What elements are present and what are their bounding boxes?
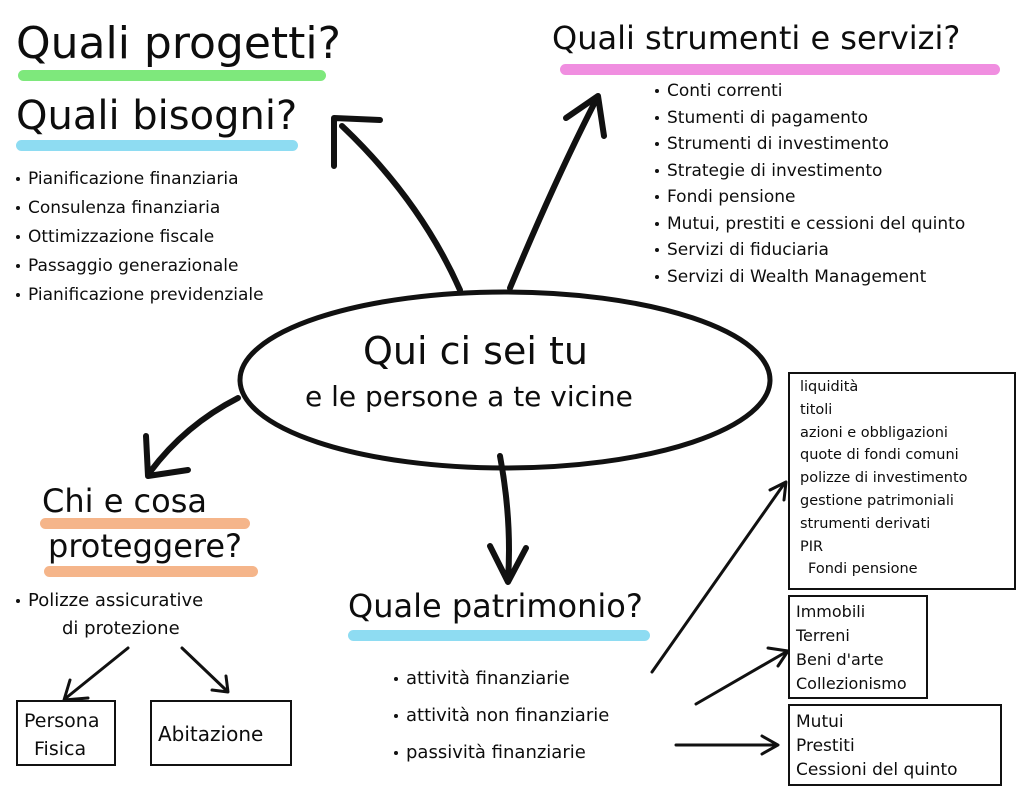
list-item: Immobili (796, 602, 866, 621)
list-item-label: Stumenti di pagamento (667, 107, 869, 128)
arrow-to-protection (143, 395, 241, 479)
list-item-label: Passaggio generazionale (28, 256, 239, 276)
list-item: Fondi pensione (655, 184, 965, 211)
list-item-label: attività non finanziarie (406, 705, 610, 726)
arrow-to-person-box (62, 646, 130, 702)
nonfinancial-assets-list: Immobili Terreni Beni d'arte Collezionis… (796, 600, 907, 696)
liabilities-list: Mutui Prestiti Cessioni del quinto (796, 710, 958, 782)
list-item: Ottimizzazione fiscale (16, 223, 264, 252)
list-item: Stumenti di pagamento (655, 105, 965, 132)
list-item: Mutui (796, 712, 844, 732)
title-proteggere: proteggere? (48, 527, 243, 565)
highlight-bisogni (16, 140, 298, 151)
list-item-label: Fondi pensione (667, 187, 796, 207)
services-list: Conti correnti Stumenti di pagamento Str… (655, 78, 965, 290)
list-item: liquidità (800, 379, 859, 395)
list-item-label: Pianificazione finanziaria (28, 169, 239, 189)
financial-assets-box (788, 372, 1016, 590)
list-item-label: Servizi di fiduciaria (667, 240, 829, 260)
financial-assets-list: liquidità titoli azioni e obbligazioni q… (800, 376, 968, 581)
list-item: passività finanziarie (394, 734, 609, 771)
list-item: Passaggio generazionale (16, 252, 264, 281)
list-item: titoli (800, 401, 833, 418)
list-item: strumenti derivati (800, 515, 931, 532)
assets-list: attività finanziarie attività non finanz… (394, 660, 609, 771)
list-item-label: Conti correnti (667, 81, 783, 101)
arrow-to-nonfinancial-box (694, 646, 790, 706)
list-item: Mutui, prestiti e cessioni del quinto (655, 211, 965, 238)
list-item-label: Strategie di investimento (667, 160, 883, 181)
list-item: Consulenza finanziaria (16, 194, 264, 223)
highlight-progetti (18, 70, 326, 81)
list-item: Strumenti di investimento (655, 131, 965, 158)
arrow-to-services (507, 93, 607, 291)
list-item: Pianificazione finanziaria (16, 165, 264, 194)
bullet-dot (16, 599, 20, 603)
title-progetti: Quali progetti? (16, 18, 341, 69)
arrow-to-liabilities-box (674, 734, 780, 756)
arrow-to-financial-box (650, 480, 788, 674)
protection-item-line2: di protezione (62, 618, 180, 639)
list-item-label: Mutui, prestiti e cessioni del quinto (667, 213, 966, 234)
list-item: azioni e obbligazioni (800, 424, 948, 441)
list-item: Terreni (796, 626, 850, 645)
highlight-patrimonio (348, 630, 650, 641)
arrow-to-assets (487, 453, 529, 585)
person-box-line1: Persona (24, 710, 100, 732)
list-item: Servizi di Wealth Management (655, 264, 965, 291)
highlight-chi-cosa (40, 518, 250, 529)
list-item: gestione patrimoniali (800, 492, 954, 509)
list-item-label: Consulenza finanziaria (28, 198, 221, 218)
highlight-proteggere (44, 566, 258, 577)
list-item: attività non finanziarie (394, 697, 609, 734)
list-item: polizze di investimento (800, 470, 968, 487)
title-bisogni: Quali bisogni? (16, 93, 298, 139)
nonfinancial-assets-box (788, 595, 928, 699)
person-box-line2: Fisica (34, 738, 87, 760)
home-box-label: Abitazione (158, 722, 264, 746)
list-item: Conti correnti (655, 78, 965, 105)
list-item-label: Servizi di Wealth Management (667, 266, 927, 287)
needs-list: Pianificazione finanziaria Consulenza fi… (16, 165, 264, 310)
person-box (16, 700, 116, 766)
list-item: quote di fondi comuni (800, 447, 959, 464)
title-strumenti: Quali strumenti e servizi? (552, 19, 961, 57)
list-item-label: passività finanziarie (406, 742, 586, 763)
list-item: Strategie di investimento (655, 158, 965, 185)
center-title: Qui ci sei tu (363, 329, 588, 373)
highlight-strumenti (560, 64, 1000, 75)
list-item: Servizi di fiduciaria (655, 237, 965, 264)
protection-item: Polizze assicurative (16, 592, 203, 610)
list-item: attività finanziarie (394, 660, 609, 697)
list-item: Pianificazione previdenziale (16, 281, 264, 310)
list-item: Cessioni del quinto (796, 760, 958, 780)
home-box (150, 700, 292, 766)
list-item: Collezionismo (796, 674, 907, 693)
center-subtitle: e le persone a te vicine (305, 380, 633, 413)
list-item-label: Pianificazione previdenziale (28, 285, 264, 305)
arrow-to-home-box (180, 646, 230, 694)
protection-item-line1: Polizze assicurative (28, 590, 204, 611)
list-item-label: Strumenti di investimento (667, 134, 889, 154)
list-item-label: Ottimizzazione fiscale (28, 227, 215, 247)
liabilities-box (788, 704, 1002, 786)
list-item: Beni d'arte (796, 650, 884, 669)
list-item-label: attività finanziarie (406, 668, 570, 689)
arrow-to-needs (331, 115, 463, 293)
list-item: PIR (800, 538, 824, 555)
list-item: Prestiti (796, 736, 855, 756)
title-patrimonio: Quale patrimonio? (348, 587, 643, 625)
list-item: Fondi pensione (808, 561, 918, 578)
title-chi-cosa: Chi e cosa (42, 482, 207, 520)
